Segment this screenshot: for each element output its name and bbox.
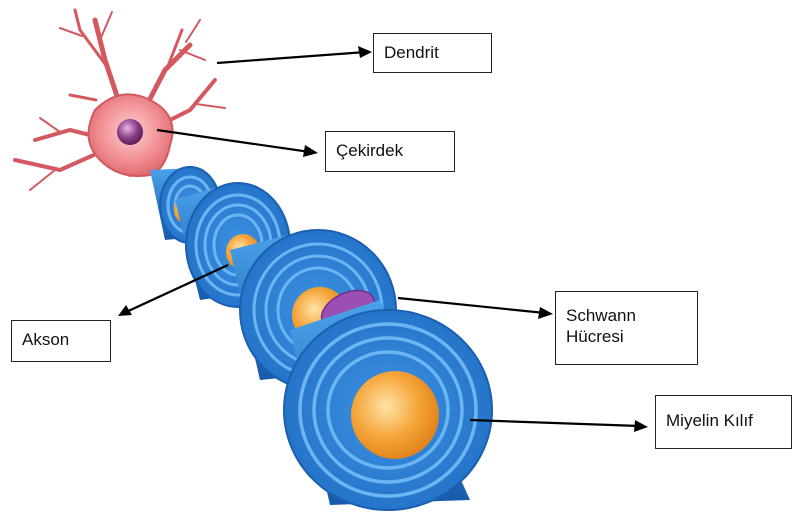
- arrow-miyelin: [470, 420, 640, 426]
- label-cekirdek: Çekirdek: [325, 131, 455, 172]
- label-miyelin-text: Miyelin Kılıf: [666, 411, 753, 430]
- myelin-segment: [284, 300, 492, 510]
- label-schwann: Schwann Hücresi: [555, 291, 698, 365]
- label-schwann-line1: Schwann: [566, 305, 687, 326]
- arrow-schwann: [398, 298, 545, 313]
- arrow-dendrit: [217, 52, 366, 63]
- label-akson: Akson: [11, 320, 111, 362]
- neuron-cell-body: [15, 10, 225, 190]
- label-miyelin: Miyelin Kılıf: [655, 395, 792, 449]
- label-dendrit-text: Dendrit: [384, 43, 439, 62]
- label-schwann-line2: Hücresi: [566, 326, 687, 347]
- nucleus-shape: [117, 119, 143, 145]
- label-akson-text: Akson: [22, 330, 69, 349]
- label-dendrit: Dendrit: [373, 33, 492, 73]
- label-cekirdek-text: Çekirdek: [336, 141, 403, 160]
- arrow-cekirdek: [157, 130, 310, 152]
- myelinated-axon: [150, 167, 492, 510]
